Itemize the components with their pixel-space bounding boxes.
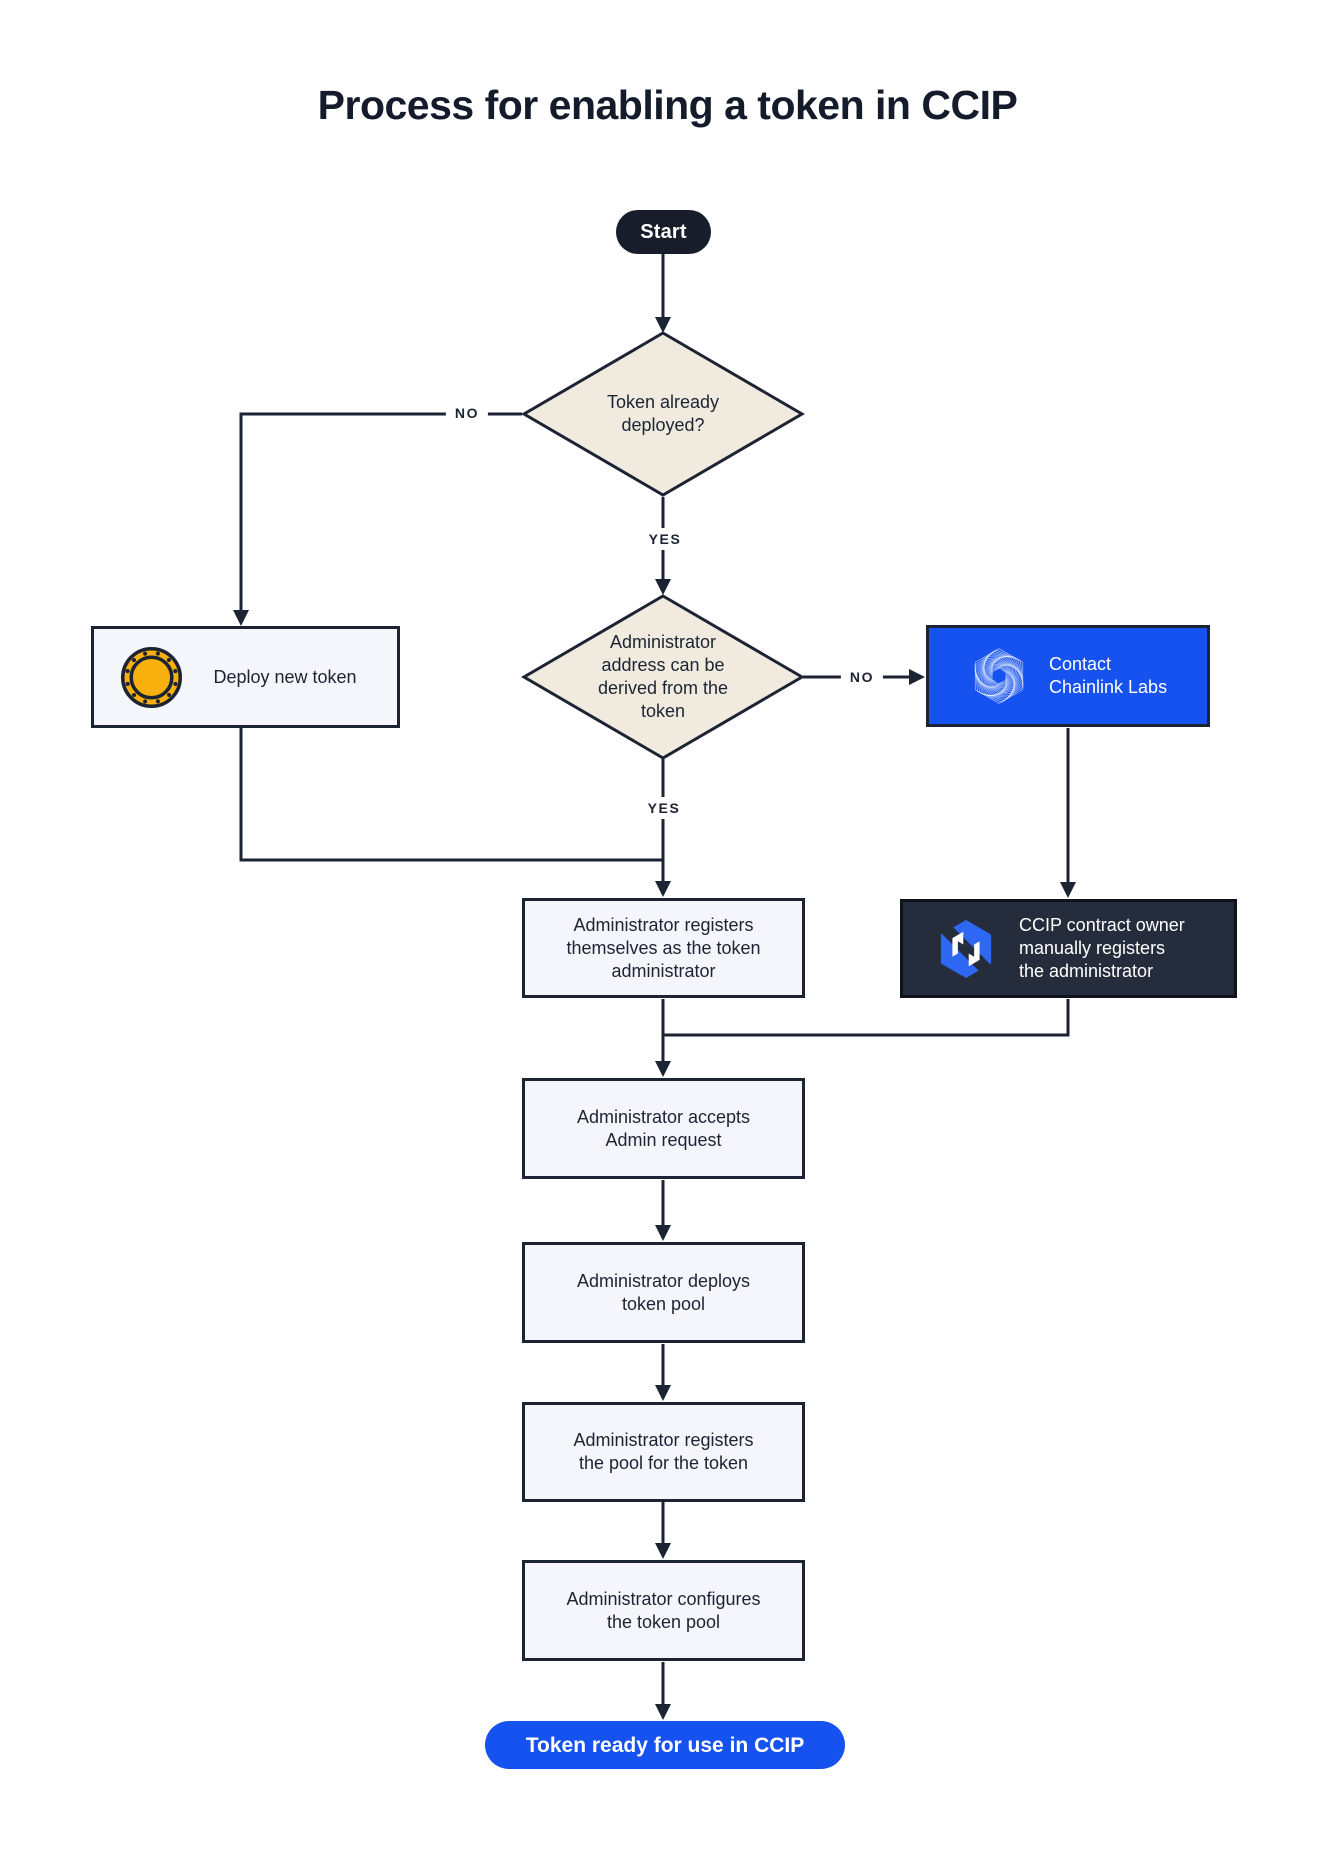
admin-configures-pool-node: Administrator configures the token pool bbox=[522, 1560, 805, 1661]
edge-label-yes-admin-derivable: YES bbox=[638, 797, 690, 819]
edge-label-no-token-deployed: NO bbox=[445, 402, 489, 424]
admin-registers-pool-label: Administrator registers the pool for the… bbox=[573, 1430, 754, 1473]
start-label: Start bbox=[640, 220, 687, 243]
deploy-new-token-label: Deploy new token bbox=[213, 666, 357, 687]
admin-registers-pool-node: Administrator registers the pool for the… bbox=[522, 1402, 805, 1502]
admin-registers-self-label: Administrator registers themselves as th… bbox=[566, 914, 761, 981]
admin-deploys-pool-node: Administrator deploys token pool bbox=[522, 1242, 805, 1343]
decision-token-already-deployed-label: Token already deployed? bbox=[606, 392, 720, 435]
start-node: Start bbox=[616, 210, 711, 254]
admin-registers-self-node: Administrator registers themselves as th… bbox=[522, 898, 805, 998]
admin-deploys-pool-label: Administrator deploys token pool bbox=[576, 1270, 751, 1314]
ccip-cube-icon bbox=[937, 919, 995, 978]
page-title: Process for enabling a token in CCIP bbox=[317, 82, 1018, 128]
decision-admin-address-derivable-label: Administrator address can be derived fro… bbox=[597, 632, 729, 721]
deploy-new-token-node: Deploy new token bbox=[91, 626, 400, 728]
decision-admin-address-derivable: Administrator address can be derived fro… bbox=[521, 594, 805, 760]
edge-label-yes-token-deployed: YES bbox=[639, 528, 691, 550]
end-node: Token ready for use in CCIP bbox=[485, 1721, 845, 1769]
token-coin-icon bbox=[120, 646, 183, 708]
ccip-owner-registers-node: CCIP contract owner manually registers t… bbox=[900, 899, 1237, 998]
admin-accepts-request-node: Administrator accepts Admin request bbox=[522, 1078, 805, 1179]
contact-chainlink-labs-label: Contact Chainlink Labs bbox=[1049, 654, 1168, 697]
chainlink-hexagon-spiral-icon bbox=[974, 648, 1024, 704]
decision-token-already-deployed: Token already deployed? bbox=[521, 331, 805, 497]
edge-label-no-admin-derivable: NO bbox=[840, 666, 884, 688]
admin-configures-pool-label: Administrator configures the token pool bbox=[566, 1588, 761, 1632]
admin-accepts-request-label: Administrator accepts Admin request bbox=[576, 1106, 751, 1150]
end-label: Token ready for use in CCIP bbox=[525, 1733, 805, 1757]
ccip-owner-registers-label: CCIP contract owner manually registers t… bbox=[1019, 915, 1185, 981]
diamond-shape bbox=[521, 331, 805, 497]
contact-chainlink-labs-node: Contact Chainlink Labs bbox=[926, 625, 1210, 727]
